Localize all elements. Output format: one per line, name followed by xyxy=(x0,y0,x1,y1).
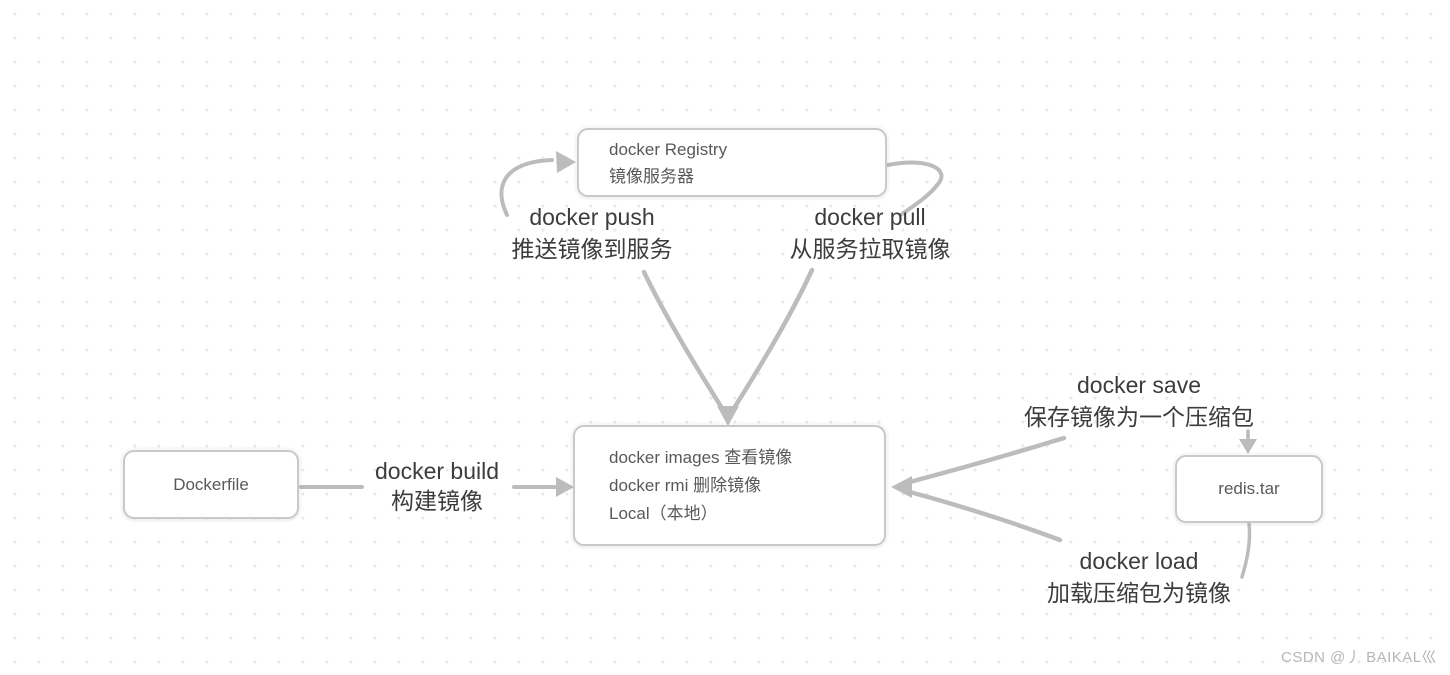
build-description: 构建镜像 xyxy=(391,488,483,514)
local-line-rmi: docker rmi 删除镜像 xyxy=(609,475,762,495)
label-docker-pull: docker pull 从服务拉取镜像 xyxy=(720,201,1020,265)
push-to-local-curve xyxy=(641,269,728,416)
node-dockerfile: Dockerfile xyxy=(123,450,299,519)
pull-command: docker pull xyxy=(814,204,926,230)
pull-to-local-curve xyxy=(728,267,815,416)
label-docker-push: docker push 推送镜像到服务 xyxy=(442,201,742,265)
save-command: docker save xyxy=(1076,372,1201,398)
push-command: docker push xyxy=(529,204,655,230)
node-local-images: docker images 查看镜像 docker rmi 删除镜像 Local… xyxy=(573,425,886,546)
dockerfile-label: Dockerfile xyxy=(173,474,249,494)
registry-subtitle: 镜像服务器 xyxy=(609,166,694,186)
load-connector-line xyxy=(1240,521,1252,579)
node-redis-tar: redis.tar xyxy=(1175,455,1323,523)
registry-title: docker Registry xyxy=(609,139,728,159)
local-line-images: docker images 查看镜像 xyxy=(609,447,793,467)
label-docker-load: docker load 加载压缩包为镜像 xyxy=(990,545,1288,609)
push-description: 推送镜像到服务 xyxy=(511,236,673,262)
local-top-arrowhead-icon xyxy=(717,406,739,426)
redis-label: redis.tar xyxy=(1218,479,1280,498)
label-docker-save: docker save 保存镜像为一个压缩包 xyxy=(990,369,1288,433)
push-hook-arrowhead-icon xyxy=(556,151,576,173)
save-description: 保存镜像为一个压缩包 xyxy=(1024,404,1254,430)
build-arrowhead-icon xyxy=(556,477,574,497)
label-docker-build: docker build 构建镜像 xyxy=(312,456,562,516)
pull-description: 从服务拉取镜像 xyxy=(789,236,951,262)
push-hook-curve xyxy=(499,158,554,217)
load-description: 加载压缩包为镜像 xyxy=(1047,580,1231,606)
save-curve xyxy=(903,435,1067,486)
load-curve xyxy=(903,488,1063,543)
load-command: docker load xyxy=(1079,548,1199,574)
local-right-arrowhead-icon xyxy=(891,476,912,498)
node-docker-registry: docker Registry 镜像服务器 xyxy=(577,128,887,197)
local-line-local: Local（本地） xyxy=(609,503,718,523)
pull-hook-curve xyxy=(886,160,944,216)
watermark: CSDN @丿 BAIKAL巛 xyxy=(1281,649,1438,666)
redis-top-arrowhead-icon xyxy=(1239,439,1257,454)
build-command: docker build xyxy=(374,458,500,484)
